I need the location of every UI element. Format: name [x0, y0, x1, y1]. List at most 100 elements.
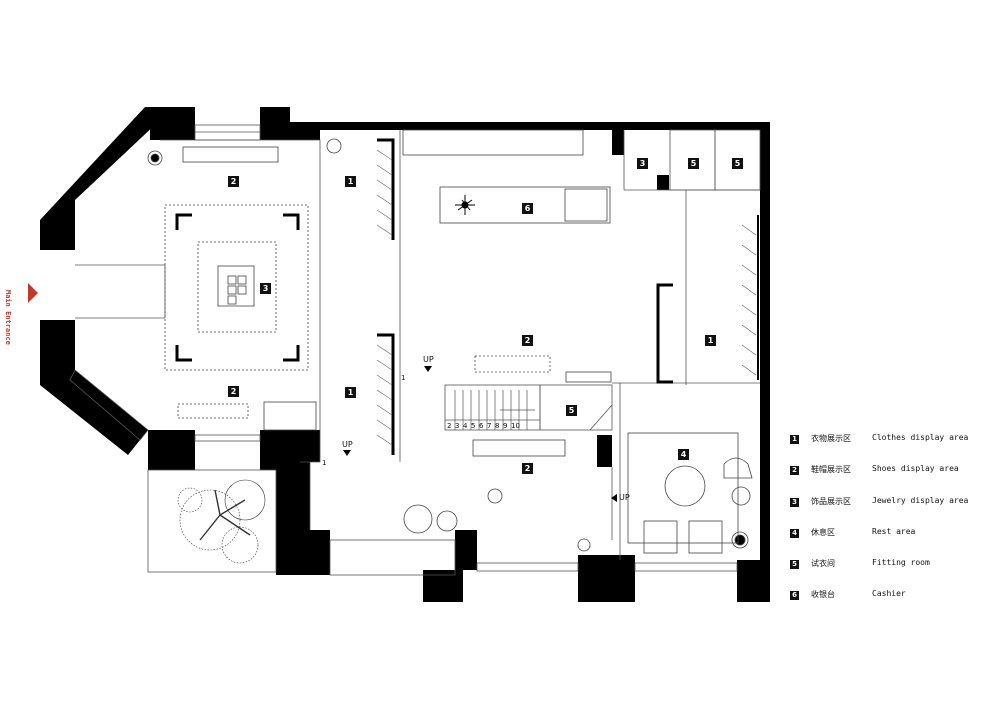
up-label: UP [342, 440, 353, 449]
stair-number: 5 [471, 422, 476, 430]
zone-tag-5: 5 [566, 405, 577, 416]
cashier-counter [439, 186, 611, 224]
fitting-room-2 [714, 129, 761, 191]
garden-tree [177, 479, 266, 564]
interior-lines [69, 124, 761, 576]
zone-tag-1: 1 [345, 176, 356, 187]
garden-outline [147, 469, 277, 573]
up-label: UP [619, 493, 630, 502]
walls [40, 107, 770, 602]
wall-north-window-left [150, 107, 195, 140]
legend-item: 2 鞋帽展示区 Shoes display area [790, 464, 995, 495]
plant-pot-2 [326, 138, 342, 154]
plant-pot-1 [147, 150, 163, 166]
zone-tag-3: 3 [260, 283, 271, 294]
stair-number: 7 [487, 422, 492, 430]
plant-pot-4 [577, 538, 591, 552]
zone-tag-2: 2 [522, 335, 533, 346]
rack-top-left [377, 138, 395, 240]
zone-tag-5: 5 [688, 158, 699, 169]
legend-number: 3 [790, 497, 799, 507]
legend-number: 4 [790, 528, 799, 538]
rest-rug [627, 432, 739, 544]
left-room-inner-outline [160, 139, 321, 463]
round-table-2 [436, 510, 458, 532]
up-label: UP [423, 355, 434, 364]
entrance-arrow [28, 283, 38, 303]
south-window-far-right [634, 562, 738, 572]
legend-number: 5 [790, 560, 799, 570]
fitting-room-3 [539, 384, 613, 431]
bench-bottom-left [263, 401, 317, 431]
legend-label-cn: 鞋帽展示区 [811, 465, 851, 475]
wall-north-main [290, 122, 770, 130]
top-counter [402, 129, 584, 156]
legend-number: 1 [790, 435, 799, 444]
legend-label-en: Clothes display area [872, 433, 969, 442]
jewelry-platform [164, 204, 309, 371]
rest-stool [731, 486, 751, 506]
stair-number: 4 [463, 422, 468, 430]
legend-label-en: Cashier [872, 589, 906, 599]
stair-number: 1 [322, 459, 327, 467]
legend-item: 4 休息区 Rest area [790, 527, 995, 558]
hanger-lines [376, 149, 757, 446]
legend-item: 6 收银台 Cashier [790, 589, 995, 620]
stair-number: 2 [447, 422, 452, 430]
up-arrow-3 [611, 494, 617, 502]
legend-number: 6 [790, 591, 799, 601]
zone-tag-6: 6 [522, 203, 533, 214]
middle-shelf [472, 439, 566, 457]
stair-number: 8 [495, 422, 500, 430]
cashier-plant [455, 195, 475, 215]
rest-round-table [664, 465, 706, 507]
legend-label-cn: 饰品展示区 [811, 496, 851, 506]
legend-label-cn: 衣物展示区 [811, 434, 851, 443]
legend-number: 2 [790, 466, 799, 476]
wall-column-mid [597, 435, 612, 467]
jewelry-case [217, 265, 255, 307]
rest-chair-1 [643, 520, 678, 554]
zone-tag-2: 2 [228, 386, 239, 397]
legend-label-cn: 收银台 [811, 590, 835, 600]
zone-tag-1: 1 [345, 387, 356, 398]
zone-tag-2: 2 [522, 463, 533, 474]
zone-tag-1: 1 [705, 335, 716, 346]
stair-number: 3 [455, 422, 460, 430]
wall-south-column-1 [455, 530, 477, 570]
furniture [147, 129, 753, 554]
wall-se-block [737, 560, 770, 602]
clothing-racks [175, 138, 759, 455]
stair-step-numbers: 2 3 4 5 6 7 8 9 10 [447, 422, 537, 432]
zone-tag-3: 3 [637, 158, 648, 169]
legend-item: 1 衣物展示区 Clothes display area [790, 433, 995, 464]
stair-number: 9 [503, 422, 508, 430]
round-table-3 [487, 488, 503, 504]
zone-tag-5: 5 [732, 158, 743, 169]
wall-south-block-2 [578, 555, 635, 602]
wall-west-lower [40, 320, 148, 455]
legend-label-cn: 试衣间 [811, 559, 835, 569]
wall-east [760, 122, 770, 602]
legend-label-en: Fitting room [872, 558, 930, 568]
legend-label-en: Rest area [872, 526, 916, 536]
legend-label-cn: 休息区 [811, 527, 835, 537]
stair-number: 6 [479, 422, 484, 430]
zone-tag-4: 4 [678, 449, 689, 460]
south-window-left [194, 434, 261, 442]
legend-item: 3 饰品展示区 Jewelry display area [790, 496, 995, 527]
up-arrow-1 [424, 366, 432, 372]
right-small-table [565, 371, 612, 383]
legend: 1 衣物展示区 Clothes display area 2 鞋帽展示区 Sho… [790, 433, 995, 621]
up-arrow-2 [343, 450, 351, 456]
cashier-stairs [564, 188, 608, 222]
stair-treads [445, 390, 540, 430]
wall-south-left-block [260, 430, 320, 470]
stair-number: 1 [401, 374, 406, 382]
rack-right [656, 283, 673, 384]
wall-south-west-stair-block [276, 462, 330, 575]
legend-label-en: Jewelry display area [872, 495, 969, 505]
display-tables-top [474, 355, 551, 373]
main-entrance-label: Main Entrance [4, 290, 12, 345]
